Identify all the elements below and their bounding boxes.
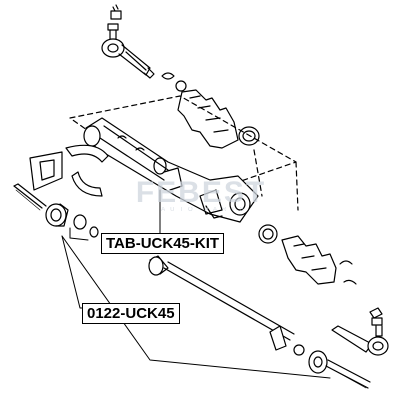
upper-boot-assembly (161, 72, 260, 149)
callout-rack-boot-kit[interactable]: TAB-UCK45-KIT (101, 233, 225, 254)
brand-watermark: FEBEST (135, 176, 267, 209)
rack-housing (83, 117, 259, 223)
right-boot-assembly (258, 224, 357, 285)
brand-watermark-tagline: AUTO PARTS (161, 207, 249, 213)
left-inner-tie-rod (13, 183, 99, 238)
upper-tie-rod-end (101, 4, 155, 79)
lower-tie-rod-end (293, 307, 389, 389)
long-tie-rod (148, 255, 295, 351)
callout-rack-bushing[interactable]: 0122-UCK45 (82, 303, 180, 324)
callout-leader-lines (61, 189, 331, 379)
mount-clamp (29, 144, 109, 197)
